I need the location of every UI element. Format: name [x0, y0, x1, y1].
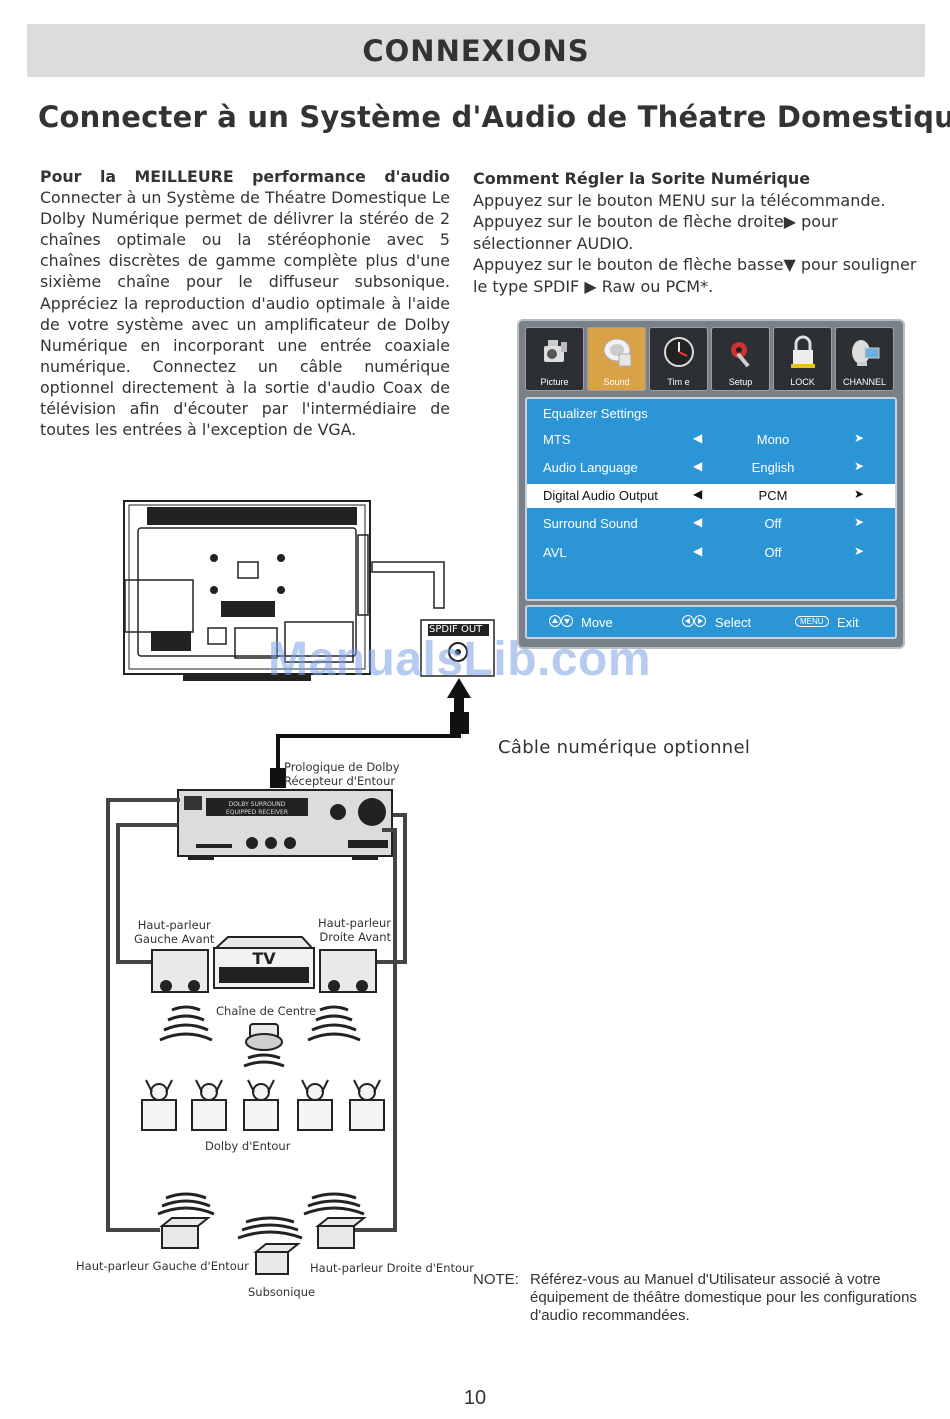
watermark: ManualsLib.com [268, 633, 652, 686]
menu-row-audio-language[interactable]: Audio Language ◀ English ➤ [543, 459, 865, 475]
menu-row-mts[interactable]: MTS ◀ Mono ➤ [543, 431, 865, 447]
menu-badge: MENU [795, 616, 829, 627]
instruction-line-3: Appuyez sur le bouton de flèche basse▼ p… [473, 255, 917, 296]
tab-lock[interactable]: LOCK [773, 327, 832, 391]
menu-row-surround-sound[interactable]: Surround Sound ◀ Off ➤ [543, 515, 865, 531]
receiver-illustration: DOLBY SURROUND EQUIPPED RECEIVER [177, 789, 393, 860]
surround-right-label: Haut-parleur Droite d'Entour [310, 1261, 475, 1275]
instruction-line-1: Appuyez sur le bouton MENU sur la téléco… [473, 190, 886, 210]
receiver-display: DOLBY SURROUND [229, 801, 286, 808]
page-number: 10 [463, 1387, 487, 1409]
footer-move: Move [581, 615, 613, 630]
page-title: Connecter à un Système d'Audio de Théatr… [38, 100, 950, 134]
arrow-left-icon[interactable]: ◀ [693, 459, 703, 473]
center-label: Chaîne de Centre [216, 1004, 317, 1018]
arrow-left-icon[interactable]: ◀ [693, 487, 703, 501]
osd-tabs: Picture Sound Tim e Setup LOCK [525, 327, 897, 393]
footer-select: Select [715, 615, 752, 630]
menu-row-avl[interactable]: AVL ◀ Off ➤ [543, 544, 865, 560]
spdif-label: SPDIF OUT [429, 624, 483, 635]
connector-arrow [371, 561, 445, 609]
footer-exit: Exit [837, 615, 859, 630]
center-speaker [245, 1023, 283, 1051]
lock-icon [787, 334, 819, 370]
satellite-icon [849, 334, 881, 370]
osd-audio-panel: Equalizer Settings MTS ◀ Mono ➤ Audio La… [525, 397, 897, 601]
sound-waves [157, 1005, 365, 1240]
tab-sound[interactable]: Sound [587, 327, 646, 391]
subwoofer-label: Subsonique [248, 1285, 316, 1299]
surround-left-speaker [159, 1217, 211, 1249]
header-bar: CONNEXIONS [27, 24, 925, 77]
note-label: NOTE: [473, 1271, 519, 1288]
osd-footer: Move Select MENU Exit [525, 605, 897, 639]
intro-text: Pour la MEILLEURE performance d'audio Co… [40, 166, 450, 440]
arrow-up-icon [447, 678, 471, 712]
clock-icon [663, 334, 695, 370]
listeners [141, 1079, 385, 1131]
arrow-right-icon[interactable]: ➤ [854, 487, 865, 501]
arrow-right-icon[interactable]: ➤ [854, 431, 865, 445]
arrow-left-icon[interactable]: ◀ [693, 431, 703, 445]
instructions-text: Comment Régler la Sorite Numérique Appuy… [473, 168, 918, 297]
front-left-speaker [151, 949, 209, 993]
cable-label: Câble numérique optionnel [498, 737, 751, 758]
arrow-left-icon[interactable]: ◀ [693, 515, 703, 529]
osd-menu: Picture Sound Tim e Setup LOCK [517, 319, 905, 649]
front-left-label: Haut-parleur Gauche Avant [134, 918, 215, 946]
tab-picture[interactable]: Picture [525, 327, 584, 391]
svg-text:EQUIPPED RECEIVER: EQUIPPED RECEIVER [226, 809, 288, 816]
panel-title: Equalizer Settings [543, 406, 648, 421]
menu-row-digital-audio-output[interactable]: Digital Audio Output ◀ PCM ➤ [527, 484, 895, 508]
tv-back-illustration [123, 500, 371, 681]
instruction-line-2: Appuyez sur le bouton de flèche droite▶ … [473, 212, 838, 253]
intro-body: Connecter à un Système de Théatre Domest… [40, 188, 450, 440]
sound-icon [601, 334, 633, 370]
arrow-right-icon[interactable]: ➤ [854, 515, 865, 529]
surround-left-label: Haut-parleur Gauche d'Entour [76, 1259, 249, 1273]
front-right-speaker [319, 949, 377, 993]
tab-time[interactable]: Tim e [649, 327, 708, 391]
arrow-right-icon[interactable]: ➤ [854, 459, 865, 473]
camera-icon [539, 334, 571, 370]
tv-label: TV [252, 949, 276, 968]
speaker-wires [106, 798, 407, 1232]
arrow-right-icon[interactable]: ➤ [854, 544, 865, 558]
instructions-title: Comment Régler la Sorite Numérique [473, 169, 811, 188]
tab-setup[interactable]: Setup [711, 327, 770, 391]
tab-channel[interactable]: CHANNEL [835, 327, 894, 391]
leftright-icon [682, 614, 706, 631]
arrow-left-icon[interactable]: ◀ [693, 544, 703, 558]
surround-right-speaker [315, 1217, 367, 1249]
section-title: CONNEXIONS [362, 34, 590, 68]
receiver-label: Prologique de Dolby Récepteur d'Entour [284, 760, 400, 788]
tools-icon [725, 334, 757, 370]
connection-diagram: DOLBY SURROUND EQUIPPED RECEIVER TV [106, 500, 495, 1275]
updown-icon [549, 614, 573, 631]
subwoofer-speaker [253, 1243, 301, 1275]
tv-front-illustration [213, 936, 315, 989]
note-body: Référez-vous au Manuel d'Utilisateur ass… [530, 1271, 917, 1324]
front-right-label: Haut-parleur Droite Avant [318, 916, 392, 944]
intro-lead: Pour la MEILLEURE performance d'audio [40, 167, 450, 186]
dolby-surround-label: Dolby d'Entour [205, 1139, 291, 1153]
